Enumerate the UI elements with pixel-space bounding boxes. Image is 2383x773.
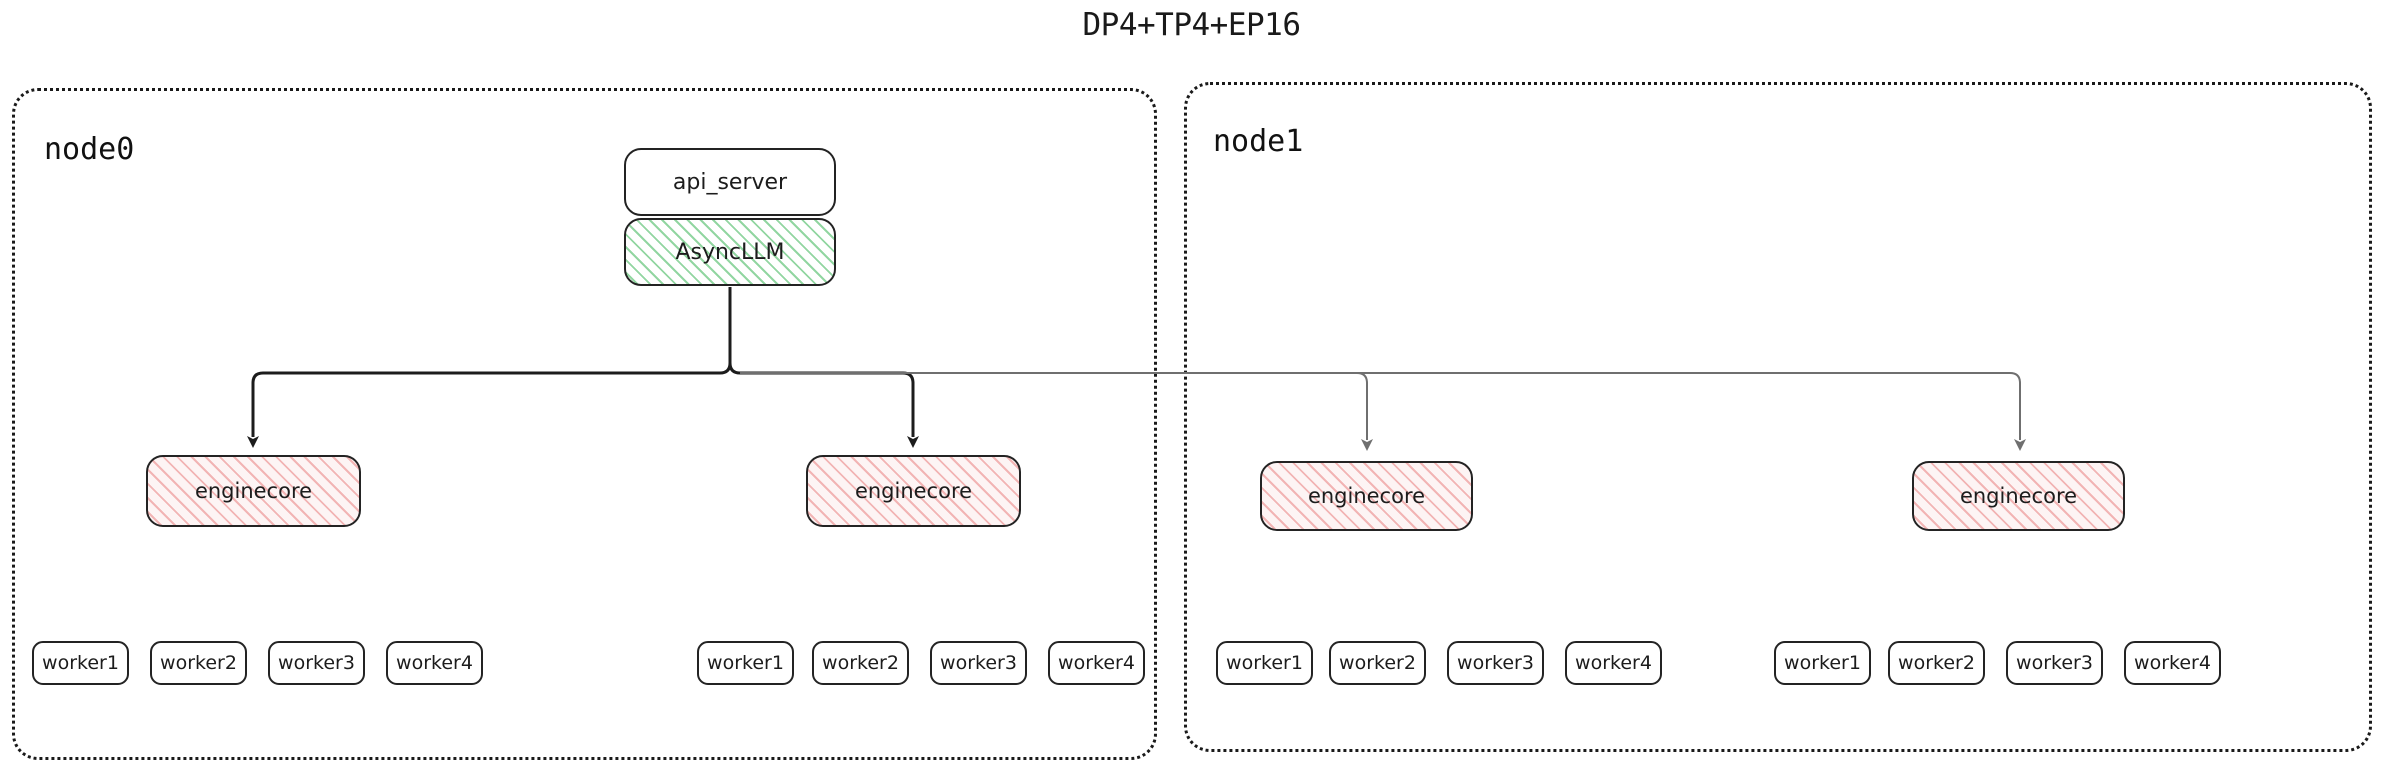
worker-box-node1-1-3[interactable]: worker4 (2124, 641, 2221, 685)
worker-label: worker3 (1457, 652, 1534, 674)
enginecore-label: enginecore (194, 479, 313, 503)
worker-box-node0-0-0[interactable]: worker1 (32, 641, 129, 685)
worker-label: worker1 (1226, 652, 1303, 674)
worker-label: worker1 (42, 652, 119, 674)
worker-box-node0-0-1[interactable]: worker2 (150, 641, 247, 685)
worker-box-node1-0-0[interactable]: worker1 (1216, 641, 1313, 685)
node-label-node0: node0 (44, 132, 135, 167)
worker-box-node1-0-2[interactable]: worker3 (1447, 641, 1544, 685)
enginecore-label: enginecore (854, 479, 973, 503)
page-title: DP4+TP4+EP16 (1082, 7, 1301, 43)
worker-label: worker2 (1898, 652, 1975, 674)
worker-label: worker2 (160, 652, 237, 674)
worker-box-node1-1-0[interactable]: worker1 (1774, 641, 1871, 685)
enginecore-box-node0-1[interactable]: enginecore (806, 455, 1021, 527)
enginecore-box-node0-0[interactable]: enginecore (146, 455, 361, 527)
enginecore-box-node1-1[interactable]: enginecore (1912, 461, 2125, 531)
worker-label: worker3 (278, 652, 355, 674)
enginecore-label: enginecore (1959, 484, 2078, 508)
worker-label: worker4 (1058, 652, 1135, 674)
worker-box-node0-0-3[interactable]: worker4 (386, 641, 483, 685)
async-llm-label: AsyncLLM (675, 239, 785, 265)
worker-label: worker2 (1339, 652, 1416, 674)
worker-label: worker1 (1784, 652, 1861, 674)
worker-label: worker2 (822, 652, 899, 674)
worker-box-node0-1-0[interactable]: worker1 (697, 641, 794, 685)
worker-box-node0-0-2[interactable]: worker3 (268, 641, 365, 685)
worker-box-node1-1-2[interactable]: worker3 (2006, 641, 2103, 685)
worker-label: worker3 (2016, 652, 2093, 674)
api-server-label: api_server (672, 169, 788, 195)
worker-box-node1-0-1[interactable]: worker2 (1329, 641, 1426, 685)
worker-label: worker4 (1575, 652, 1652, 674)
node-label-node1: node1 (1213, 124, 1304, 159)
worker-box-node1-0-3[interactable]: worker4 (1565, 641, 1662, 685)
worker-box-node0-1-3[interactable]: worker4 (1048, 641, 1145, 685)
worker-label: worker4 (2134, 652, 2211, 674)
api-server-box[interactable]: api_server (624, 148, 836, 216)
async-llm-box[interactable]: AsyncLLM (624, 218, 836, 286)
enginecore-label: enginecore (1307, 484, 1426, 508)
worker-box-node1-1-1[interactable]: worker2 (1888, 641, 1985, 685)
worker-label: worker1 (707, 652, 784, 674)
worker-box-node0-1-1[interactable]: worker2 (812, 641, 909, 685)
enginecore-box-node1-0[interactable]: enginecore (1260, 461, 1473, 531)
worker-label: worker3 (940, 652, 1017, 674)
worker-label: worker4 (396, 652, 473, 674)
worker-box-node0-1-2[interactable]: worker3 (930, 641, 1027, 685)
